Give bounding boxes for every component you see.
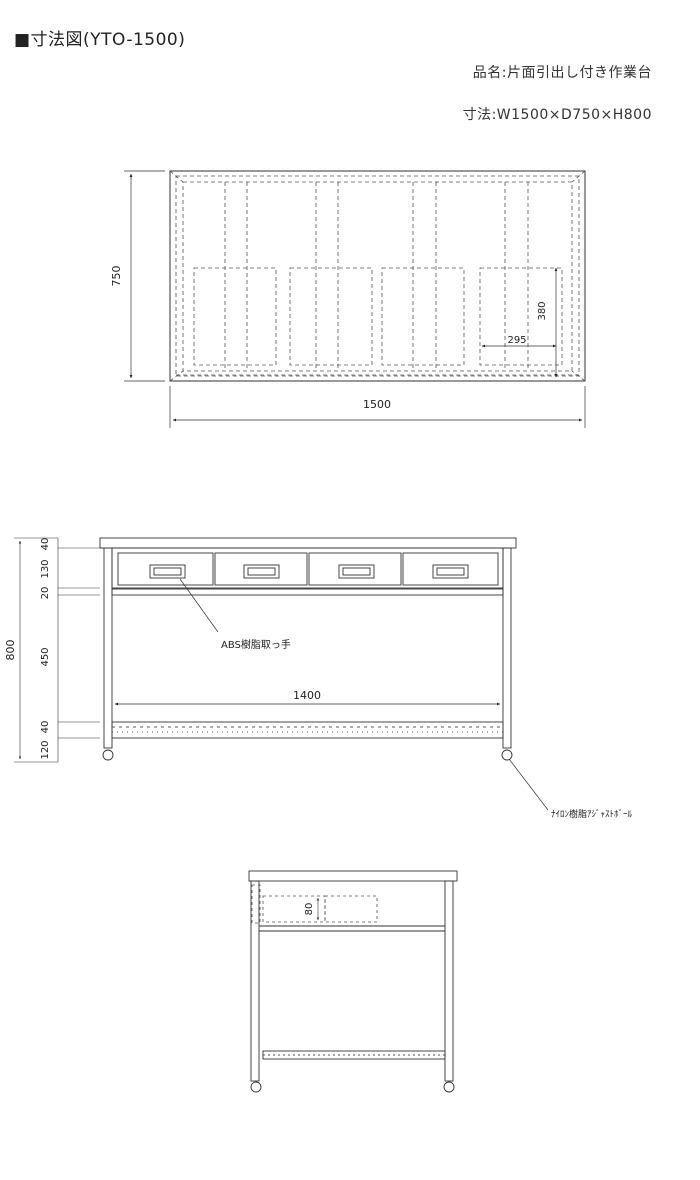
segment-label-rail: 20 bbox=[40, 587, 51, 600]
top-view-frame-inset bbox=[182, 181, 573, 372]
top-view-outline bbox=[169, 170, 586, 382]
top-view bbox=[124, 170, 586, 428]
front-view bbox=[14, 537, 549, 811]
side-view-leg-right bbox=[444, 880, 454, 1082]
segment-label-shelf: 40 bbox=[40, 721, 51, 734]
top-view-width-label: 1500 bbox=[363, 398, 391, 411]
handle-icon bbox=[338, 564, 375, 579]
caster-icon bbox=[102, 749, 114, 761]
segment-label-top: 40 bbox=[40, 538, 51, 551]
front-view-leg-left bbox=[103, 547, 113, 749]
front-view-drawer-1 bbox=[117, 552, 214, 586]
top-view-drawer-1 bbox=[193, 267, 277, 366]
caster-icon bbox=[250, 1081, 262, 1093]
page-title: ■寸法図(YTO-1500) bbox=[14, 30, 186, 50]
top-view-drawer-3 bbox=[381, 267, 465, 366]
front-view-tabletop bbox=[99, 537, 517, 549]
handle-icon bbox=[243, 564, 280, 579]
side-view-drawer-height-label: 80 bbox=[304, 903, 315, 916]
caster-icon bbox=[501, 749, 513, 761]
top-view-drawer-4 bbox=[479, 267, 563, 366]
handle-icon bbox=[149, 564, 186, 579]
side-view-drawer-2 bbox=[324, 895, 378, 923]
segment-label-drawer: 130 bbox=[40, 559, 51, 578]
front-view-total-height-label: 800 bbox=[4, 640, 17, 661]
front-view-rail bbox=[111, 588, 504, 596]
segment-label-open: 450 bbox=[40, 647, 51, 666]
top-view-drawer-width-label: 295 bbox=[507, 335, 526, 346]
front-view-drawer-4 bbox=[402, 552, 499, 586]
side-view bbox=[248, 870, 458, 1093]
top-view-drawer-2 bbox=[289, 267, 373, 366]
handle-icon bbox=[432, 564, 469, 579]
caster-icon bbox=[443, 1081, 455, 1093]
front-view-inner-width-label: 1400 bbox=[293, 689, 321, 702]
top-view-drawer-depth-label: 380 bbox=[537, 301, 548, 320]
top-view-depth-label: 750 bbox=[110, 266, 123, 287]
side-view-leg-left bbox=[250, 880, 260, 1082]
front-view-drawer-2 bbox=[214, 552, 308, 586]
side-view-drawer-1 bbox=[262, 895, 326, 923]
front-view-drawer-3 bbox=[308, 552, 402, 586]
front-view-leg-right bbox=[502, 547, 512, 749]
segment-label-caster: 120 bbox=[40, 740, 51, 759]
handle-callout: ABS樹脂取っ手 bbox=[221, 638, 291, 651]
caster-callout: ﾅｲﾛﾝ樹脂ｱｼﾞｬｽﾄﾎﾞｰﾙ bbox=[551, 808, 633, 820]
side-view-tabletop bbox=[248, 870, 458, 882]
front-view-lower-shelf bbox=[111, 721, 504, 739]
product-dimensions: 寸法:W1500×D750×H800 bbox=[462, 107, 652, 123]
front-view-drawer-frame bbox=[111, 547, 504, 589]
top-view-inner-frame bbox=[175, 175, 580, 377]
product-name: 品名:片面引出し付き作業台 bbox=[472, 65, 652, 81]
side-view-drawer-front bbox=[251, 884, 261, 924]
